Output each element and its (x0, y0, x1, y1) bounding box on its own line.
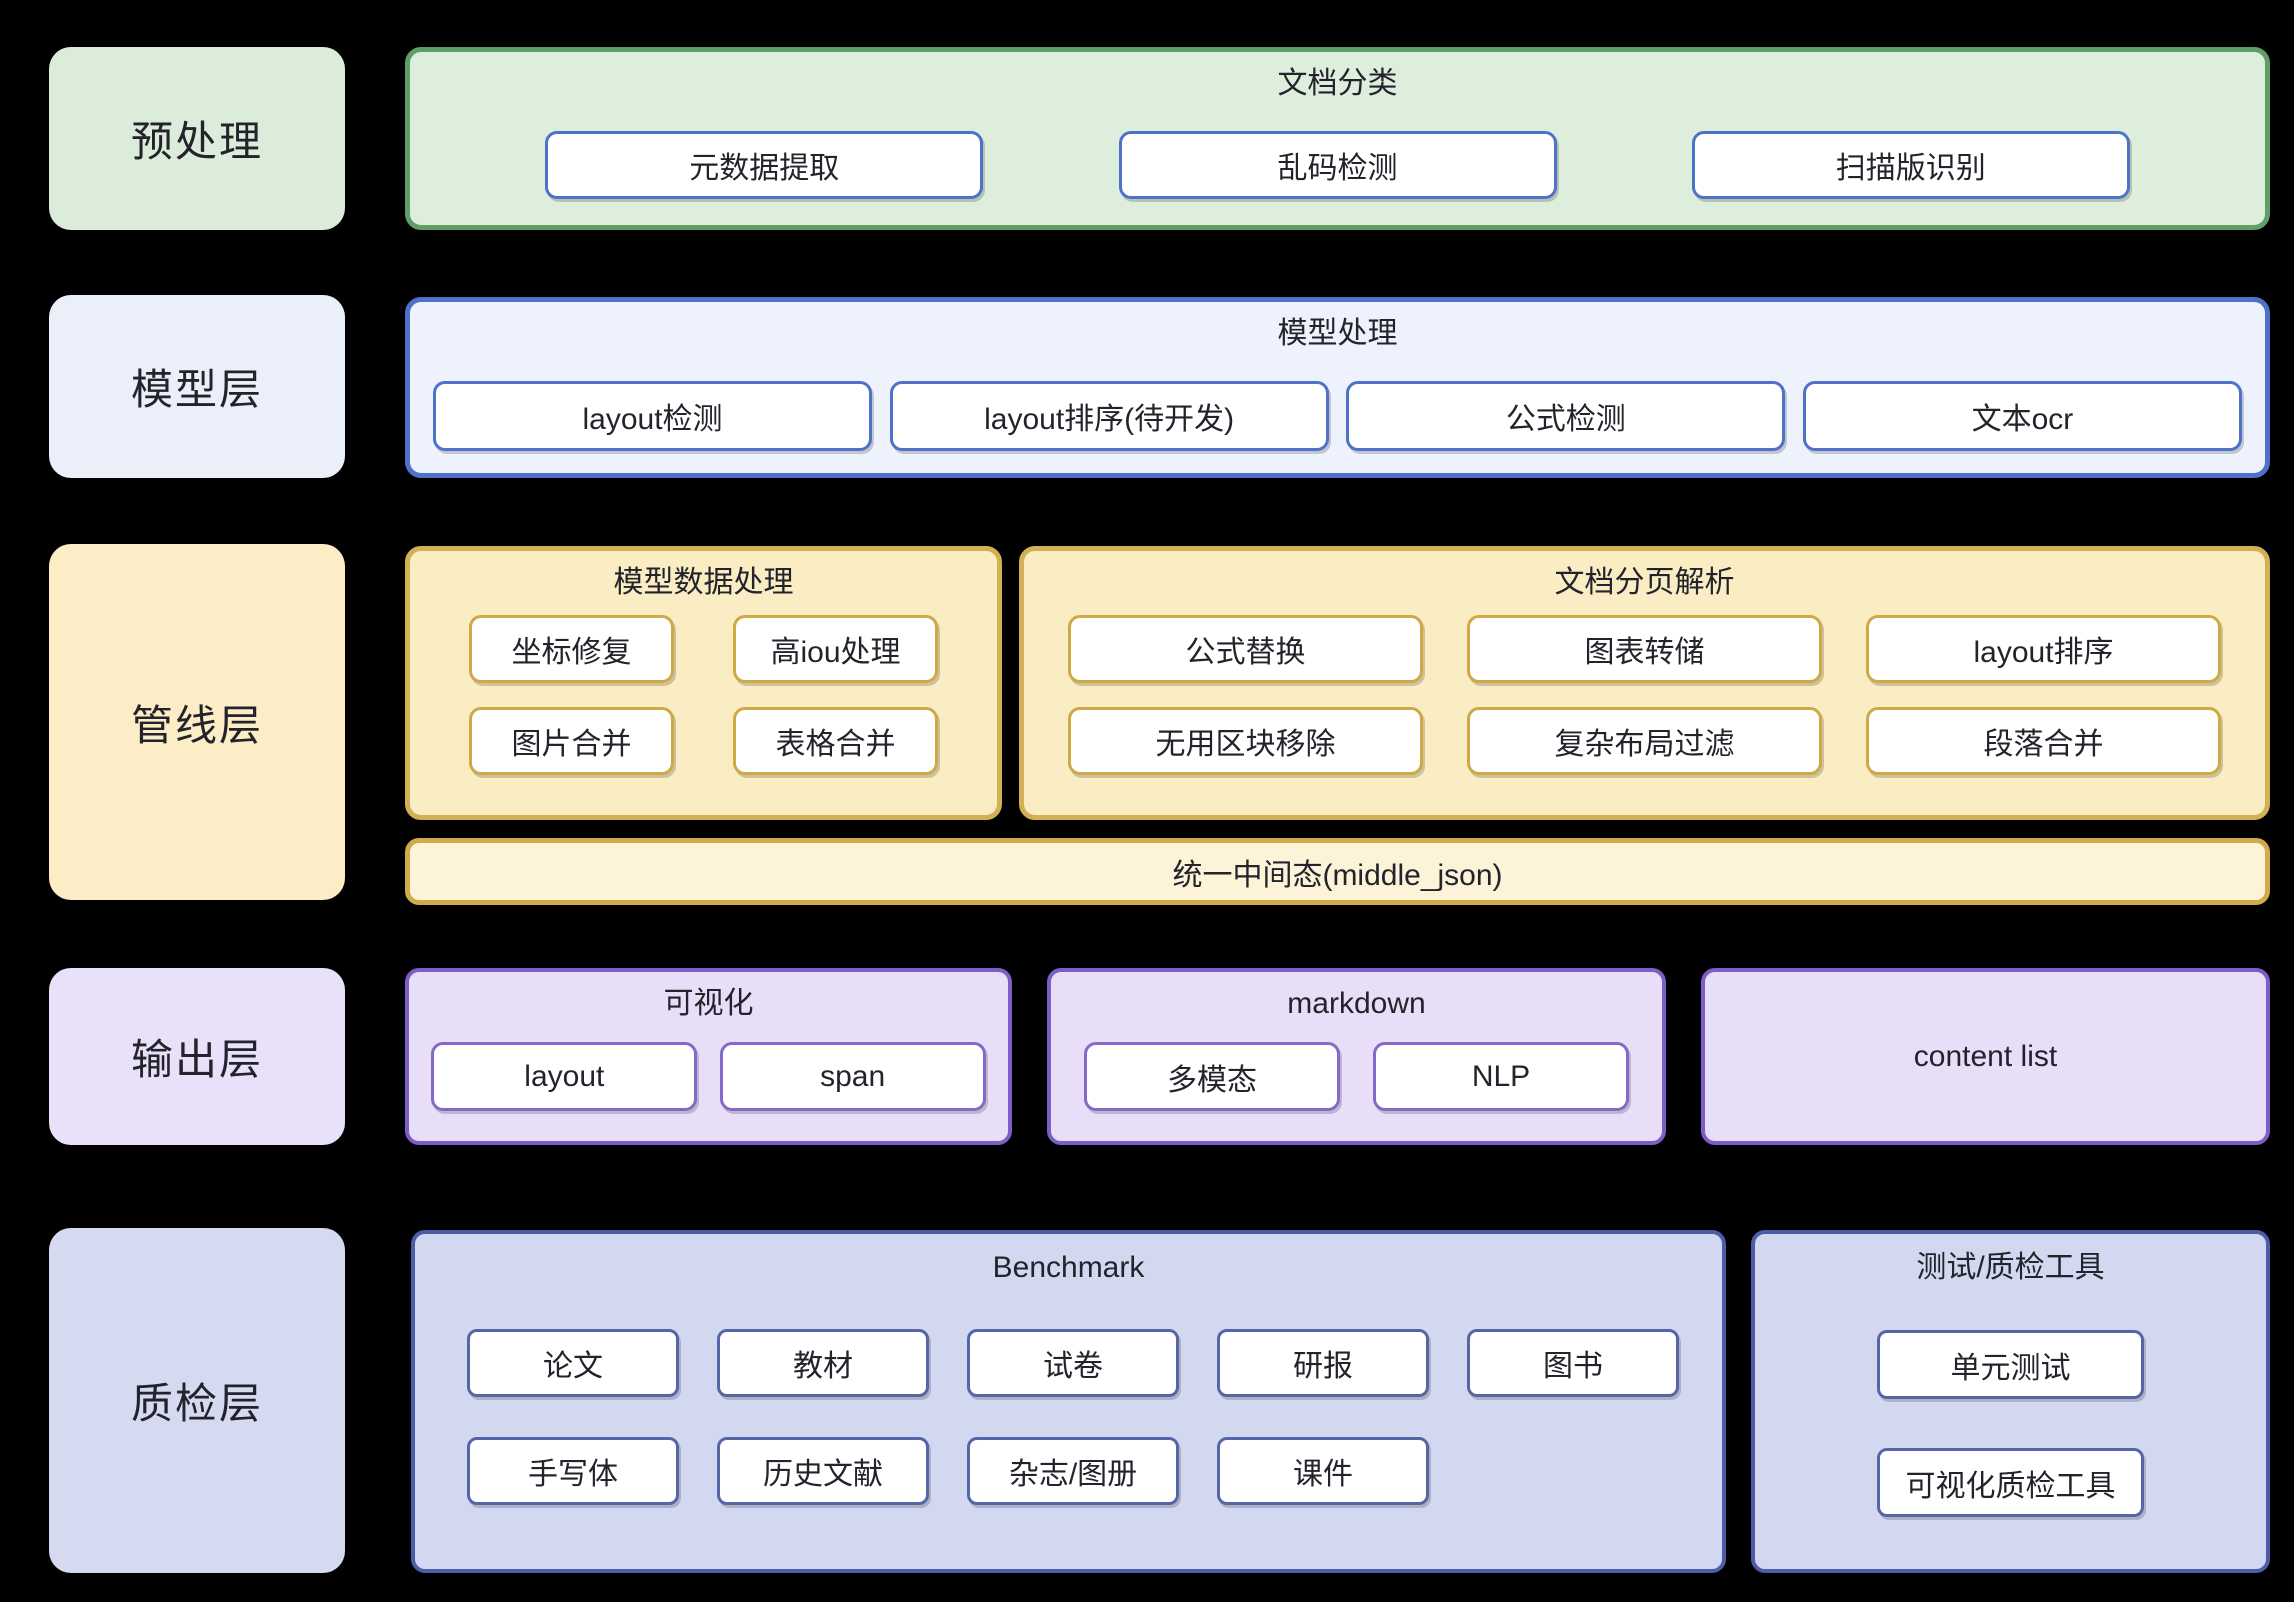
node-benchmark-book: 图书 (1467, 1329, 1679, 1397)
group-markdown: markdown 多模态 NLP (1047, 968, 1666, 1145)
box-row: 论文 教材 试卷 研报 图书 (415, 1329, 1722, 1397)
group-model-data-processing: 模型数据处理 坐标修复 高iou处理 图片合并 表格合并 (405, 546, 1002, 820)
node-formula-detection: 公式检测 (1346, 381, 1786, 451)
node-benchmark-research-report: 研报 (1217, 1329, 1429, 1397)
group-benchmark: Benchmark 论文 教材 试卷 研报 图书 手写体 历史文献 杂志/图册 … (411, 1230, 1726, 1573)
group-visualization: 可视化 layout span (405, 968, 1012, 1145)
group-title-document-classification: 文档分类 (1277, 67, 1398, 100)
node-benchmark-textbook: 教材 (717, 1329, 929, 1397)
box-row: 元数据提取 乱码检测 扫描版识别 (410, 131, 2265, 199)
box-row: 坐标修复 高iou处理 (410, 615, 997, 683)
group-title-document-page-parsing: 文档分页解析 (1554, 566, 1735, 599)
box-row: 公式替换 图表转储 layout排序 (1024, 615, 2265, 683)
group-title-visualization: 可视化 (663, 987, 754, 1020)
group-title-model-data-processing: 模型数据处理 (613, 566, 794, 599)
node-visualization-span: span (719, 1042, 986, 1111)
node-benchmark-courseware: 课件 (1217, 1437, 1429, 1505)
box-row: 图片合并 表格合并 (410, 707, 997, 775)
node-unified-middle-state-json: 统一中间态(middle_json) (405, 838, 2270, 905)
node-text-ocr: 文本ocr (1802, 381, 2242, 451)
node-benchmark-magazine-album: 杂志/图册 (967, 1437, 1179, 1505)
node-benchmark-exam-paper: 试卷 (967, 1329, 1179, 1397)
node-layout-detection: layout检测 (433, 381, 872, 451)
node-benchmark-handwriting: 手写体 (467, 1437, 679, 1505)
node-chart-dump: 图表转储 (1467, 615, 1822, 683)
group-document-classification: 文档分类 元数据提取 乱码检测 扫描版识别 (405, 47, 2270, 230)
node-high-iou-handling: 高iou处理 (733, 615, 938, 683)
node-useless-block-removal: 无用区块移除 (1068, 707, 1423, 775)
node-paragraph-merge: 段落合并 (1866, 707, 2221, 775)
node-metadata-extraction: 元数据提取 (545, 131, 984, 199)
node-benchmark-historical-document: 历史文献 (717, 1437, 929, 1505)
node-garbled-text-detection: 乱码检测 (1118, 131, 1557, 199)
node-benchmark-paper: 论文 (467, 1329, 679, 1397)
box-row: 多模态 NLP (1051, 1042, 1662, 1111)
group-test-qc-tools: 测试/质检工具 单元测试 可视化质检工具 (1751, 1230, 2270, 1573)
node-coordinate-fix: 坐标修复 (469, 615, 674, 683)
group-title-test-qc-tools: 测试/质检工具 (1916, 1251, 2105, 1284)
layer-label-quality-check: 质检层 (49, 1228, 345, 1573)
layer-label-preprocessing: 预处理 (49, 47, 345, 230)
node-visualization-layout: layout (431, 1042, 698, 1111)
node-image-merge: 图片合并 (469, 707, 674, 775)
box-row: layout检测 layout排序(待开发) 公式检测 文本ocr (410, 381, 2265, 451)
node-layout-sorting-planned: layout排序(待开发) (889, 381, 1329, 451)
layer-label-output: 输出层 (49, 968, 345, 1145)
layer-label-model: 模型层 (49, 295, 345, 478)
node-scanned-version-recognition: 扫描版识别 (1691, 131, 2130, 199)
group-title-benchmark: Benchmark (992, 1251, 1145, 1284)
node-nlp: NLP (1373, 1042, 1629, 1111)
group-title-markdown: markdown (1287, 987, 1426, 1020)
node-visual-qc-tool: 可视化质检工具 (1877, 1448, 2144, 1517)
node-unit-test: 单元测试 (1877, 1330, 2144, 1399)
group-model-processing: 模型处理 layout检测 layout排序(待开发) 公式检测 文本ocr (405, 297, 2270, 478)
node-complex-layout-filter: 复杂布局过滤 (1467, 707, 1822, 775)
layer-label-pipeline: 管线层 (49, 544, 345, 900)
node-layout-sorting: layout排序 (1866, 615, 2221, 683)
group-document-page-parsing: 文档分页解析 公式替换 图表转储 layout排序 无用区块移除 复杂布局过滤 … (1019, 546, 2270, 820)
node-table-merge: 表格合并 (733, 707, 938, 775)
group-title-model-processing: 模型处理 (1277, 317, 1398, 350)
node-multimodal: 多模态 (1084, 1042, 1340, 1111)
node-content-list: content list (1701, 968, 2270, 1145)
box-row: 无用区块移除 复杂布局过滤 段落合并 (1024, 707, 2265, 775)
box-row: 手写体 历史文献 杂志/图册 课件 (415, 1437, 1722, 1505)
box-row: layout span (409, 1042, 1008, 1111)
node-formula-replacement: 公式替换 (1068, 615, 1423, 683)
